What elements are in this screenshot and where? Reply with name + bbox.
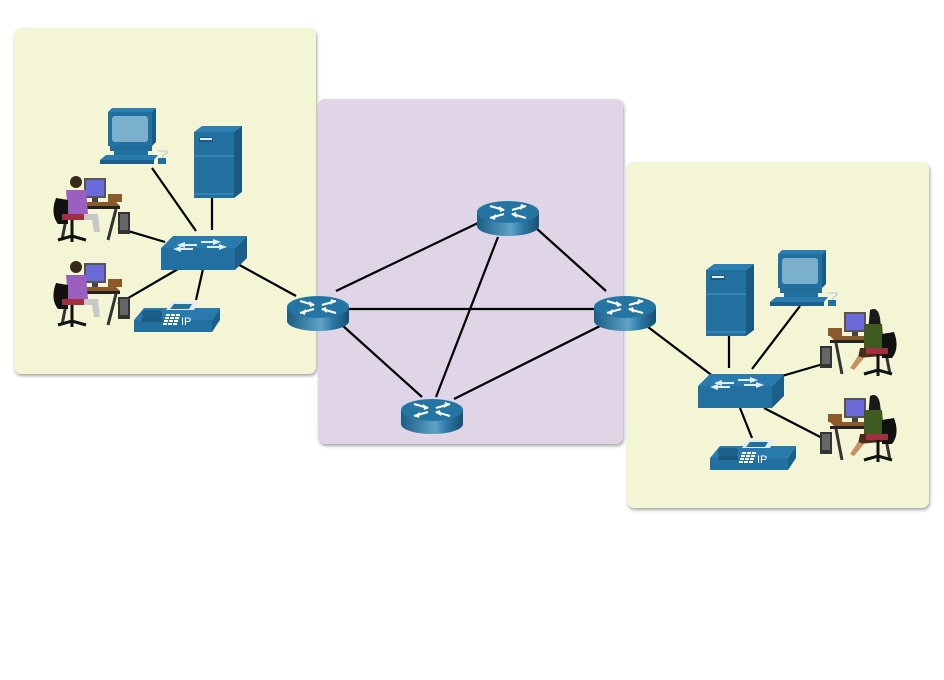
left-desktop-pc-icon[interactable]: [99, 107, 168, 165]
left-ip-phone-icon[interactable]: [134, 302, 220, 332]
right-ip-phone-label: IP: [757, 454, 767, 466]
router-left-icon[interactable]: [285, 294, 351, 333]
left-ip-phone[interactable]: IP: [134, 302, 220, 332]
link-router-left-top: [335, 222, 479, 292]
link-router-left-bottom: [341, 324, 423, 398]
link-left-switch-pc: [151, 167, 197, 232]
router-right-icon[interactable]: [592, 294, 658, 333]
left-user-workstation-2-icon[interactable]: [51, 259, 132, 329]
left-ip-phone-label: IP: [181, 316, 191, 328]
link-right-switch-phone: [738, 407, 754, 439]
link-router-top-right: [535, 227, 607, 292]
link-right-switch-user2: [763, 407, 831, 443]
right-desktop-pc-icon[interactable]: [769, 249, 838, 307]
right-ip-phone-icon[interactable]: [710, 440, 796, 470]
router-top-icon[interactable]: [475, 199, 541, 238]
right-switch-icon[interactable]: [698, 374, 784, 408]
left-user-workstation-1-icon[interactable]: [51, 174, 132, 244]
right-server-icon[interactable]: [705, 263, 755, 337]
right-ip-phone[interactable]: IP: [710, 440, 796, 470]
router-bottom-icon[interactable]: [399, 397, 465, 436]
link-router-top-bottom: [434, 236, 500, 398]
link-router-bottom-right: [453, 325, 601, 400]
link-left-switch-phone: [194, 268, 205, 301]
left-server-icon[interactable]: [193, 125, 243, 199]
right-user-workstation-1-icon[interactable]: [818, 307, 899, 378]
wan-zone-center: [318, 99, 623, 444]
left-switch-icon[interactable]: [161, 236, 247, 270]
link-left-switch-router: [233, 261, 297, 297]
link-router-right-switch: [647, 326, 719, 381]
link-right-switch-pc: [751, 305, 801, 370]
right-user-workstation-2-icon[interactable]: [818, 393, 899, 464]
